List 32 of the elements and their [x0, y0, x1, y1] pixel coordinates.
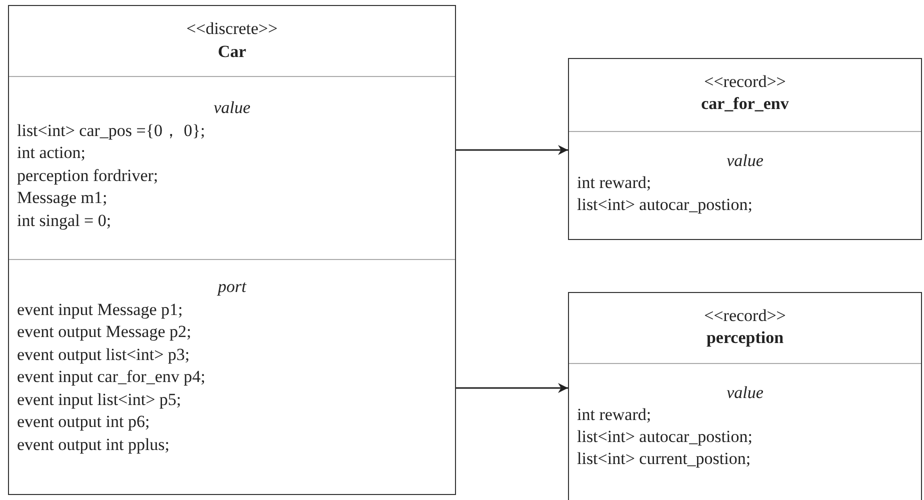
arrow [456, 383, 568, 393]
attribute-text: list<int> autocar_postion; [576, 426, 754, 448]
port-text: event output int p6; [16, 411, 151, 433]
attribute-text: list<int> current_postion; [576, 448, 752, 470]
class-name: perception [705, 327, 785, 349]
class-box [568, 292, 922, 500]
stereotype-label: <<record>> [703, 71, 787, 93]
port-text: event input car_for_env p4; [16, 366, 206, 388]
class-name: car_for_env [700, 93, 790, 115]
attribute-text: int singal = 0; [16, 210, 112, 232]
port-text: event output Message p2; [16, 321, 192, 343]
attribute-text: perception fordriver; [16, 164, 160, 187]
arrow [456, 145, 568, 155]
class-box [8, 5, 456, 495]
compartment-heading: value [212, 97, 252, 119]
port-text: event output list<int> p3; [16, 344, 191, 366]
compartment-heading: port [216, 276, 248, 298]
port-text: event input list<int> p5; [16, 388, 182, 411]
port-text: event output int pplus; [16, 434, 171, 456]
stereotype-label: <<discrete>> [185, 18, 279, 40]
attribute-text: Message m1; [16, 187, 108, 209]
port-text: event input Message p1; [16, 298, 184, 321]
class-box [568, 58, 922, 240]
attribute-text: list<int> autocar_postion; [576, 194, 754, 216]
attribute-text: int reward; [576, 404, 652, 426]
attribute-text: int reward; [576, 172, 652, 194]
attribute-text: int action; [16, 142, 86, 164]
compartment-heading: value [726, 150, 764, 172]
compartment-heading: value [726, 382, 764, 404]
stereotype-label: <<record>> [703, 305, 787, 327]
class-name: Car [216, 40, 248, 62]
attribute-text: list<int> car_pos ={0， 0}; [16, 120, 206, 142]
